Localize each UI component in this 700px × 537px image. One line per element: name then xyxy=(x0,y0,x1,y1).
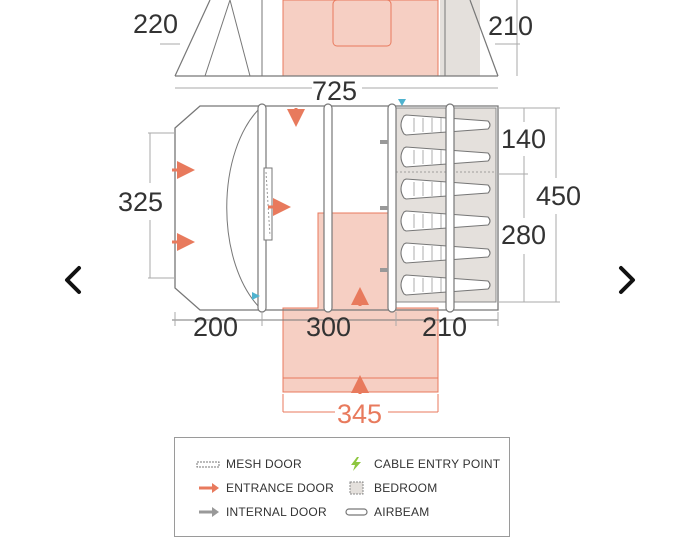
dim-bedroom-length: 210 xyxy=(422,312,467,342)
tent-outer-wall xyxy=(174,105,499,311)
entrance-door-arrows xyxy=(172,108,369,394)
airbeam-3 xyxy=(387,103,397,313)
elevation-rear-panel xyxy=(440,0,480,76)
legend-bedroom-label: BEDROOM xyxy=(374,481,438,495)
legend-mesh-door: MESH DOOR xyxy=(195,457,302,471)
airbeam-2 xyxy=(323,103,333,313)
floorplan-viewer: 220 210 725 345 xyxy=(54,0,646,537)
lightning-bolt-icon xyxy=(343,457,371,471)
dim-top-right: 210 xyxy=(488,11,533,41)
dim-bedroom-width: 450 xyxy=(536,181,581,211)
main-width-dimension: 325 xyxy=(118,132,175,279)
tent-floorplan: 220 210 725 345 xyxy=(118,0,581,429)
dim-bedroom-bottom: 280 xyxy=(501,220,546,250)
legend-airbeam-label: AIRBEAM xyxy=(374,505,430,519)
next-image-button[interactable] xyxy=(606,258,646,302)
mesh-door-pattern xyxy=(265,171,271,237)
internal-door-marker-3 xyxy=(380,268,388,272)
dim-porch-length: 200 xyxy=(193,312,238,342)
legend-internal-door: INTERNAL DOOR xyxy=(195,505,327,519)
porch-curved-wall xyxy=(226,105,263,311)
elevation-front-slope xyxy=(174,0,211,77)
entrance-door-icon xyxy=(195,481,223,495)
dim-bedroom-top: 140 xyxy=(501,124,546,154)
elevation-extension-panel xyxy=(282,0,439,77)
legend: MESH DOOR ENTRANCE DOOR INTERNAL DOOR CA… xyxy=(174,437,510,537)
legend-entrance-door: ENTRANCE DOOR xyxy=(195,481,334,495)
airbeam-4 xyxy=(445,103,455,313)
airbeam-icon xyxy=(343,505,371,519)
previous-image-button[interactable] xyxy=(54,258,94,302)
mesh-door-icon xyxy=(195,457,223,471)
internal-door-icon xyxy=(195,505,223,519)
legend-mesh-door-label: MESH DOOR xyxy=(226,457,302,471)
internal-door-marker-2 xyxy=(380,206,388,210)
mesh-door-panel xyxy=(263,167,273,241)
internal-door-markers xyxy=(380,140,388,272)
bedroom-icon xyxy=(343,481,371,495)
dim-top-left: 220 xyxy=(133,9,178,39)
tent-outline xyxy=(172,105,499,321)
elevation-rear-slope xyxy=(469,0,499,77)
legend-bedroom: BEDROOM xyxy=(343,481,437,495)
legend-internal-door-label: INTERNAL DOOR xyxy=(226,505,327,519)
dim-overall-length: 725 xyxy=(312,76,357,106)
cable-entry-marker-top xyxy=(398,99,406,106)
legend-cable-entry: CABLE ENTRY POINT xyxy=(343,457,500,471)
dim-extension-width: 345 xyxy=(337,399,382,429)
side-elevation: 220 210 xyxy=(133,0,533,77)
elevation-door-panel xyxy=(332,0,392,47)
chevron-right-icon xyxy=(619,266,635,294)
legend-entrance-door-label: ENTRANCE DOOR xyxy=(226,481,334,495)
bedroom-dimensions: 140 450 280 xyxy=(498,107,581,303)
legend-cable-entry-label: CABLE ENTRY POINT xyxy=(374,457,501,471)
legend-airbeam: AIRBEAM xyxy=(343,505,429,519)
overall-length-dimension: 725 xyxy=(175,76,498,106)
internal-door-marker-1 xyxy=(380,140,388,144)
dim-living-length: 300 xyxy=(306,312,351,342)
length-dimensions: 200 300 210 xyxy=(174,312,499,342)
chevron-left-icon xyxy=(65,266,81,294)
airbeams xyxy=(257,103,455,313)
dim-main-width: 325 xyxy=(118,187,163,217)
cable-entry-markers xyxy=(252,99,406,300)
elevation-pole-line xyxy=(229,0,251,77)
cable-entry-marker-bottom xyxy=(252,292,260,300)
elevation-inner-slope xyxy=(204,0,231,77)
